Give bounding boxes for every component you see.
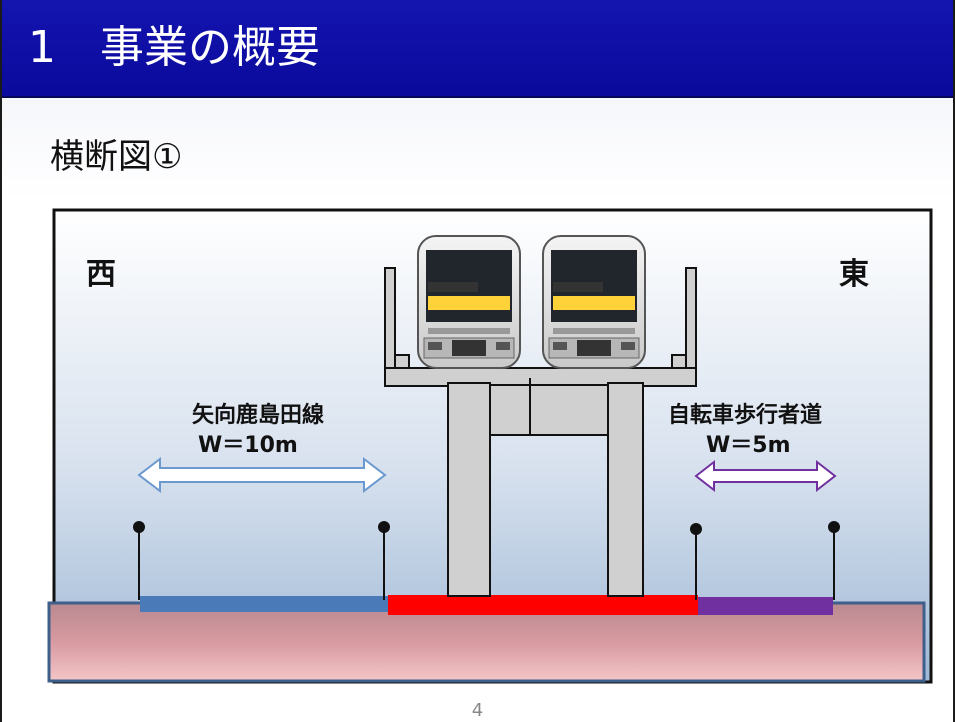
direction-west: 西 <box>86 257 116 292</box>
train-icon <box>542 235 646 369</box>
bike-path-width-arrow-icon <box>694 459 837 493</box>
train-icon <box>417 235 521 369</box>
page-number: 4 <box>471 700 484 721</box>
crossbeam <box>489 384 609 436</box>
right-curb <box>671 354 687 369</box>
bike-path-width: W＝5m <box>706 433 791 458</box>
direction-east: 東 <box>839 257 869 292</box>
road-width-arrow-icon <box>137 456 387 494</box>
page-title: 1 事業の概要 <box>28 22 320 73</box>
left-pier <box>447 382 491 597</box>
right-pier <box>607 382 644 597</box>
marker-poles <box>133 521 840 600</box>
section-subtitle: 横断図① <box>50 137 183 177</box>
left-curb <box>394 354 410 369</box>
viaduct <box>384 267 697 597</box>
title-bar: 1 事業の概要 <box>2 0 953 98</box>
road-strip <box>140 596 388 612</box>
viaduct-base-strip <box>388 595 698 615</box>
road-width: W＝10m <box>198 433 298 458</box>
road-name: 矢向鹿島田線 <box>192 402 324 428</box>
bike-path-strip <box>698 597 833 615</box>
deck-slab <box>384 367 697 387</box>
bike-path-name: 自転車歩行者道 <box>668 402 822 428</box>
